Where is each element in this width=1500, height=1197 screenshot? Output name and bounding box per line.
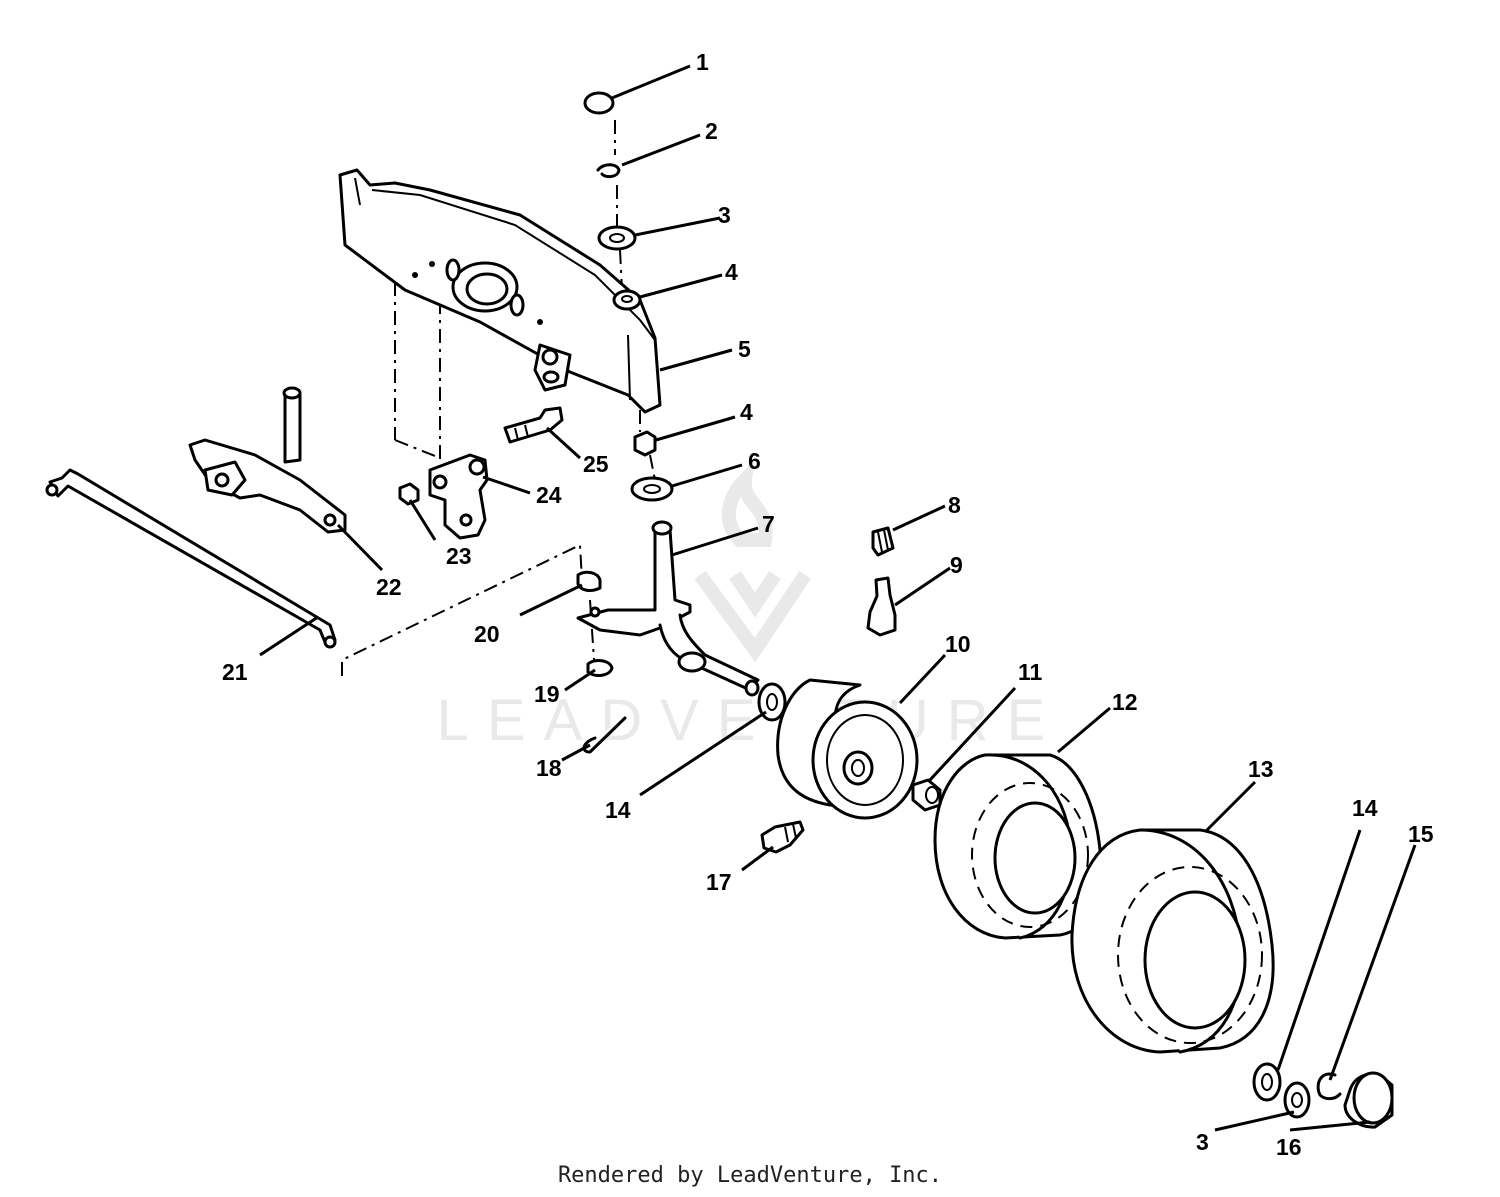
callout-11: 11 (1018, 659, 1043, 685)
retaining-ring (596, 163, 621, 179)
callout-9: 9 (950, 552, 963, 578)
bushing-4-bottom (633, 430, 657, 457)
valve-stem (866, 576, 897, 637)
fittings (866, 526, 897, 637)
callout-6: 6 (748, 448, 761, 474)
washer-3-top (597, 225, 637, 251)
callout-14: 14 (605, 797, 631, 823)
callout-3b: 3 (1196, 1129, 1209, 1155)
hub-assembly (757, 678, 942, 820)
cap (583, 91, 615, 115)
dust-cap (871, 526, 895, 557)
bolt-25 (503, 406, 564, 444)
callout-labels: 1 2 3 4 5 4 6 7 8 9 10 11 12 13 14 15 14… (222, 49, 1434, 1160)
callout-17: 17 (706, 869, 732, 895)
bracket-24 (428, 453, 489, 540)
callout-4: 4 (725, 259, 738, 285)
washer-14-front (757, 682, 787, 722)
callout-2: 2 (705, 118, 718, 144)
alignment-lines (341, 120, 656, 676)
leadventure-logo-icon (694, 460, 811, 663)
callout-4b: 4 (740, 399, 753, 425)
callout-7: 7 (762, 511, 775, 537)
nut-23 (398, 482, 420, 506)
bolt-17 (760, 820, 805, 854)
callout-23: 23 (446, 543, 472, 569)
nut-20 (576, 570, 602, 593)
callout-22: 22 (376, 574, 402, 600)
callout-13: 13 (1248, 756, 1274, 782)
callout-3: 3 (718, 202, 731, 228)
callout-18: 18 (536, 755, 562, 781)
leader-lines (259, 64, 1417, 1132)
callout-14b: 14 (1352, 795, 1378, 821)
callout-5: 5 (738, 336, 751, 362)
callout-10: 10 (945, 631, 971, 657)
washer-3-rear (1283, 1081, 1311, 1119)
washer-14-rear (1252, 1062, 1282, 1102)
spindle (576, 520, 760, 697)
steering-arm (188, 386, 347, 534)
callout-20: 20 (474, 621, 500, 647)
callout-15: 15 (1408, 821, 1434, 847)
callout-19: 19 (534, 681, 560, 707)
tire-13 (1070, 828, 1275, 1054)
washer-6 (630, 476, 674, 502)
render-credit: Rendered by LeadVenture, Inc. (557, 1163, 943, 1188)
front-axle (338, 168, 662, 414)
watermark: LEADVENTURE (437, 460, 1064, 753)
callout-21: 21 (222, 659, 248, 685)
rear-stack (1252, 1062, 1394, 1129)
callout-8: 8 (948, 492, 961, 518)
tire-12 (933, 753, 1103, 940)
watermark-text: LEADVENTURE (437, 688, 1064, 753)
retaining-clip (1316, 1072, 1342, 1101)
bracket-assembly (398, 406, 564, 540)
callout-24: 24 (536, 482, 562, 508)
bushing-4-top (612, 289, 642, 311)
spindle-cap-stack (583, 91, 674, 502)
callout-25: 25 (583, 451, 609, 477)
callout-12: 12 (1112, 689, 1138, 715)
tie-rod (45, 468, 337, 649)
callout-1: 1 (696, 49, 709, 75)
callout-16: 16 (1276, 1134, 1302, 1160)
